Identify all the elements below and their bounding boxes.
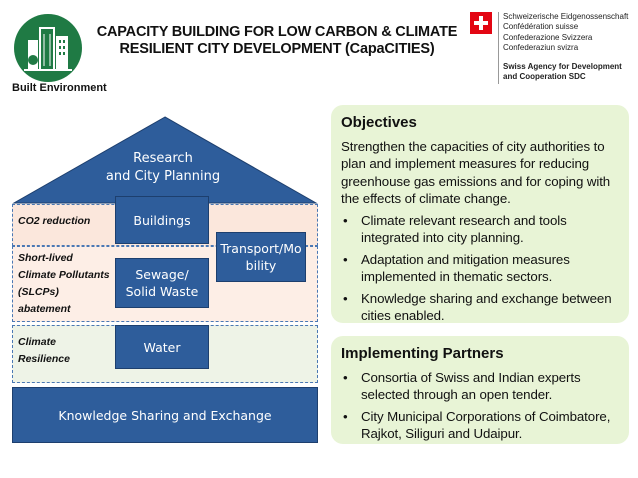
- title-line-2: RESILIENT CITY DEVELOPMENT (CapaCITIES): [119, 41, 435, 57]
- base-knowledge-sharing: Knowledge Sharing and Exchange: [12, 387, 318, 443]
- page-title: CAPACITY BUILDING FOR LOW CARBON & CLIMA…: [94, 24, 460, 58]
- objective-text: Knowledge sharing and exchange between c…: [361, 290, 612, 324]
- agency-line-1: Swiss Agency for Development: [503, 62, 622, 71]
- list-item: • Climate relevant research and tools int…: [341, 212, 625, 247]
- partners-panel: Implementing Partners • Consortia of Swis…: [331, 336, 629, 444]
- transport-line-2: bility: [245, 258, 277, 273]
- bullet-icon: •: [343, 251, 348, 267]
- swiss-name-rm: Confederaziun svizra: [503, 42, 579, 52]
- box-buildings: Buildings: [115, 196, 209, 244]
- bullet-icon: •: [343, 213, 348, 228]
- bullet-icon: •: [343, 290, 348, 306]
- band-label-climate: Climate Resilience: [18, 334, 70, 368]
- bullet-icon: •: [343, 370, 348, 385]
- list-item: • City Municipal Corporations of Coimbato…: [341, 408, 625, 443]
- roof-line-2: and City Planning: [105, 169, 221, 184]
- partners-heading: Implementing Partners: [341, 345, 504, 362]
- climate-line-2: Resilience: [18, 353, 70, 365]
- box-transport-mobility: Transport/Mo bility: [216, 232, 306, 282]
- transport-line-1: Transport/Mo: [220, 241, 302, 256]
- objectives-body: Strengthen the capacities of city author…: [341, 139, 611, 207]
- box-sewage-solid-waste: Sewage/ Solid Waste: [115, 258, 209, 308]
- slcp-line-2: Climate Pollutants: [18, 269, 110, 281]
- city-buildings-icon: [14, 14, 82, 82]
- swiss-confederation-names: Schweizerische Eidgenossenschaft Confédé…: [503, 12, 628, 53]
- objectives-heading: Objectives: [341, 114, 417, 131]
- sewage-line-1: Sewage/: [135, 267, 189, 282]
- list-item: • Consortia of Swiss and Indian experts s…: [341, 369, 625, 404]
- box-water: Water: [115, 325, 209, 369]
- agency-line-2: and Cooperation SDC: [503, 72, 586, 82]
- objective-text: Climate relevant research and tools inte…: [361, 213, 567, 246]
- slcp-line-3: (SLCPs): [18, 286, 59, 298]
- roof-label: Research and City Planning: [88, 150, 238, 186]
- logo-caption: Built Environment: [12, 82, 107, 94]
- swiss-flag-icon: [470, 12, 492, 34]
- roof-line-1: Research: [133, 151, 193, 166]
- list-item: • Adaptation and mitigation measures impl…: [341, 251, 625, 286]
- objectives-list: • Climate relevant research and tools int…: [341, 212, 625, 328]
- partner-text: City Municipal Corporations of Coimbator…: [361, 408, 611, 442]
- swiss-agency-name: Swiss Agency for Development and Coopera…: [503, 62, 622, 83]
- partner-text: Consortia of Swiss and Indian experts se…: [361, 370, 581, 403]
- band-label-slcp: Short-lived Climate Pollutants (SLCPs) a…: [18, 250, 110, 318]
- partners-list: • Consortia of Swiss and Indian experts s…: [341, 369, 625, 447]
- objectives-panel: Objectives Strengthen the capacities of …: [331, 105, 629, 323]
- band-label-co2: CO2 reduction: [18, 215, 91, 227]
- swiss-name-de: Schweizerische Eidgenossenschaft: [503, 12, 629, 21]
- bullet-icon: •: [343, 408, 348, 424]
- title-line-1: CAPACITY BUILDING FOR LOW CARBON & CLIMA…: [96, 24, 458, 40]
- sewage-line-2: Solid Waste: [125, 284, 199, 299]
- swiss-divider: [498, 12, 499, 84]
- slcp-line-4: abatement: [18, 303, 71, 315]
- swiss-name-it: Confederazione Svizzera: [503, 32, 593, 42]
- climate-line-1: Climate: [18, 336, 56, 348]
- slcp-line-1: Short-lived: [18, 252, 73, 264]
- swiss-name-fr: Confédération suisse: [503, 22, 579, 32]
- list-item: • Knowledge sharing and exchange between …: [341, 290, 625, 325]
- objective-text: Adaptation and mitigation measures imple…: [361, 251, 570, 285]
